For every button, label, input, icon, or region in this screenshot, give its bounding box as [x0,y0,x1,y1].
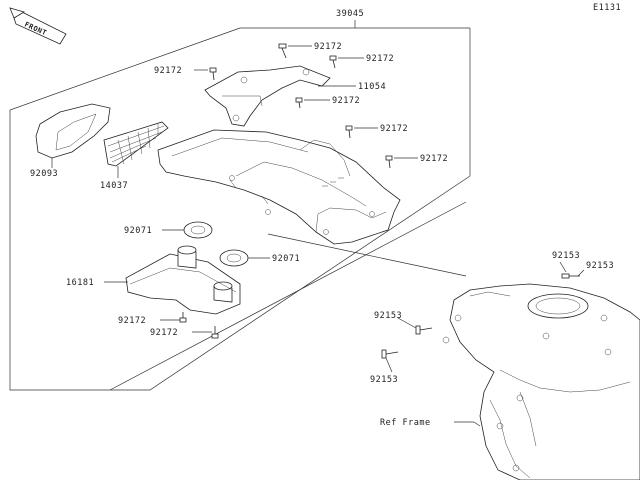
label-mesh: 14037 [100,181,128,191]
screw-3-icon [381,349,399,359]
bolt-right-1-icon [345,125,353,139]
mesh-part [103,121,169,167]
label-tank: 16181 [66,278,94,288]
label-bolt-bottom-1: 92172 [118,316,146,326]
bolt-top-1-icon [278,43,287,59]
assembly-label: 39045 [336,9,364,19]
grommet-2-part [219,249,249,267]
label-screw-3: 92153 [374,311,402,321]
label-bolt-left-1: 92172 [154,66,182,76]
label-bolt-right-2: 92172 [420,154,448,164]
label-grommet-2: 92071 [272,254,300,264]
grommet-1-part [183,221,213,239]
frame-part [442,283,640,480]
bolt-bottom-2-icon [211,326,219,339]
tank-part [125,245,241,315]
label-bolt-right-1: 92172 [380,124,408,134]
bolt-bottom-1-icon [179,312,187,323]
assembly-bracket-lines [240,20,471,176]
bolt-left-1-icon [209,67,217,81]
label-bolt-top-1: 92172 [314,42,342,52]
bolt-top-2-icon [329,55,337,69]
front-arrow-icon [9,7,67,45]
label-bracket: 11054 [358,82,386,92]
duct-part [157,129,401,245]
bolt-right-2-icon [385,155,393,169]
label-ref-frame: Ref Frame [380,418,431,428]
label-screw-4: 92153 [370,375,398,385]
cover-part [35,103,111,159]
bolt-mid-icon [295,97,303,109]
label-bolt-top-2: 92172 [366,54,394,64]
label-screw-2: 92153 [586,261,614,271]
label-screw-1: 92153 [552,251,580,261]
label-cover: 92093 [30,169,58,179]
bracket-part [204,65,331,127]
label-bolt-mid: 92172 [332,96,360,106]
assembly-boundary [9,27,471,391]
label-grommet-1: 92071 [124,226,152,236]
label-bolt-bottom-2: 92172 [150,328,178,338]
screw-2-icon [415,325,433,335]
diagram-code: E1131 [593,3,621,13]
screw-1-icon [561,273,580,279]
